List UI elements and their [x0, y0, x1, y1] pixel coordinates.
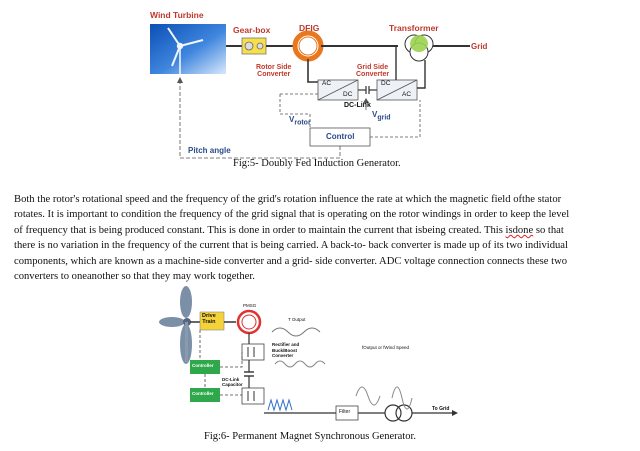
fig6-caption: Fig:6- Permanent Magnet Synchronous Gene…	[204, 431, 416, 442]
dc-link-capacitor-label: DC-Link Capacitor	[222, 377, 243, 387]
paragraph-line-3: of frequency that is being produced cons…	[14, 223, 626, 238]
paragraph-line-2: rotates. It is important to condition th…	[14, 209, 570, 221]
paragraph-line-3-text: of frequency that is being produced cons…	[14, 224, 506, 236]
v-rotor-label: Vrotor	[289, 115, 311, 127]
filtered-wave	[355, 386, 381, 406]
control-label: Control	[326, 132, 355, 141]
to-grid-label: To Grid	[432, 406, 450, 412]
v-grid-subscript: grid	[377, 114, 391, 122]
grid-side-converter-label: Grid Side Converter	[356, 64, 389, 78]
pmsg-turbine-icon	[159, 286, 192, 364]
dc-link-line1: DC-Link	[222, 377, 240, 382]
spellcheck-flagged-word[interactable]: isdone	[505, 224, 534, 236]
dc-link-line2: Capacitor	[222, 382, 243, 387]
dfig-label: DFIG	[299, 23, 320, 33]
pmsg-label: PMSG	[243, 303, 257, 308]
fig5-caption: Fig:5- Doubly Fed Induction Generator.	[233, 158, 401, 169]
rectifier-line1: Rectifier and	[272, 342, 300, 347]
drive-train-line2: Train	[202, 319, 216, 325]
controller-top-label: Controller	[192, 363, 214, 368]
controller-bottom-box	[190, 388, 220, 402]
rotor-side-line2: Converter	[257, 71, 291, 78]
torque-output-wave	[271, 327, 321, 337]
gsc-ac-label: AC	[402, 91, 412, 98]
pwm-wave	[267, 398, 293, 412]
pitch-angle-label: Pitch angle	[188, 146, 231, 155]
v-rotor-symbol: V	[289, 115, 295, 124]
controller-bottom-label: Controller	[192, 391, 214, 396]
paragraph-line-4: there is no variation in the frequency o…	[14, 240, 568, 252]
rotor-side-line1: Rotor Side	[256, 64, 292, 71]
paragraph-line-1: Both the rotor's rotational speed and th…	[14, 194, 562, 205]
v-grid-symbol: V	[372, 110, 378, 119]
rotor-side-converter-label: Rotor Side Converter	[256, 64, 291, 78]
paragraph-line-5: components, which are known as a machine…	[14, 255, 568, 267]
figure-dfig	[150, 24, 470, 159]
rectifier-box	[241, 343, 265, 361]
drive-train-box	[199, 311, 225, 331]
grid-side-line1: Grid Side	[356, 64, 389, 71]
f-output-label: fOutput or fWind Speed	[362, 345, 410, 350]
body-paragraph: Both the rotor's rotational speed and th…	[14, 192, 626, 284]
v-grid-label: Vgrid	[372, 110, 391, 122]
paragraph-line-6: converters to oneanother so that they ma…	[14, 271, 255, 283]
rsc-dc-label: DC	[343, 91, 353, 98]
paragraph-line-3-tail: so that	[533, 224, 564, 236]
rectifier-line3: Converter	[272, 353, 294, 358]
filter-label: Filter	[339, 409, 351, 415]
turbine-blades-icon	[167, 27, 204, 74]
drive-train-label: Drive Train	[202, 313, 216, 325]
t-output-label: T Output	[288, 317, 306, 322]
grid-label: Grid	[471, 42, 488, 51]
rectifier-line2: Buck/Boost	[272, 347, 298, 353]
frequency-wave	[274, 360, 326, 368]
rsc-ac-label: AC	[322, 80, 332, 87]
gearbox-label: Gear-box	[233, 25, 271, 35]
grid-side-line2: Converter	[356, 71, 390, 78]
gsc-dc-label: DC	[381, 80, 391, 87]
transformer-label: Transformer	[389, 23, 439, 33]
dc-link-label: DC-Link	[344, 102, 371, 109]
grid-wave	[391, 386, 413, 410]
wind-turbine-image	[150, 24, 226, 74]
pmsg-transformer-icon	[384, 404, 402, 422]
v-rotor-subscript: rotor	[294, 119, 311, 127]
drive-train-line1: Drive	[202, 313, 216, 319]
controller-top-box	[190, 360, 220, 374]
inverter-box	[241, 387, 265, 405]
wind-turbine-label: Wind Turbine	[150, 10, 204, 20]
rectifier-label: Rectifier and Buck/Boost Converter	[272, 342, 299, 359]
